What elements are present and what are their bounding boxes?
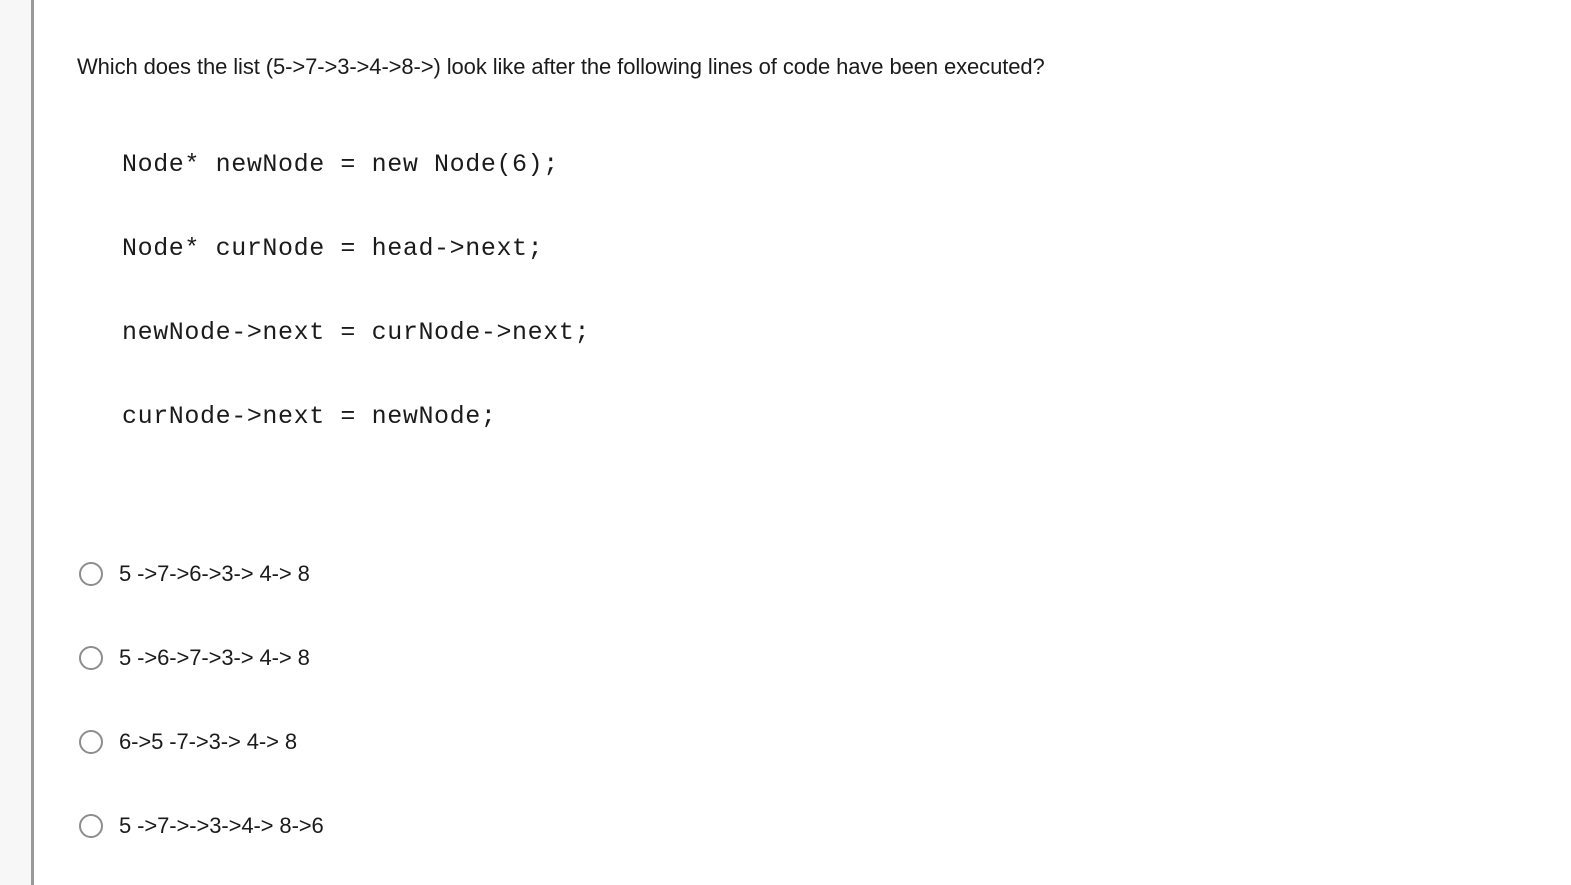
answer-option-label-1: 5 ->7->6->3-> 4-> 8	[119, 561, 310, 586]
answer-option-3[interactable]: 6->5 -7->3-> 4-> 8	[79, 700, 979, 784]
answer-option-label-2: 5 ->6->7->3-> 4-> 8	[119, 645, 310, 670]
radio-button-icon-4[interactable]	[79, 814, 103, 838]
answer-option-2[interactable]: 5 ->6->7->3-> 4-> 8	[79, 616, 979, 700]
answer-options-list: 5 ->7->6->3-> 4-> 8 5 ->6->7->3-> 4-> 8 …	[79, 532, 979, 868]
answer-option-1[interactable]: 5 ->7->6->3-> 4-> 8	[79, 532, 979, 616]
radio-button-icon-3[interactable]	[79, 730, 103, 754]
answer-option-label-4: 5 ->7->->3->4-> 8->6	[119, 813, 324, 838]
code-snippet-block: Node* newNode = new Node(6); Node* curNo…	[122, 123, 1122, 459]
code-line-4: curNode->next = newNode;	[122, 402, 497, 431]
question-content-area: Which does the list (5->7->3->4->8->) lo…	[34, 0, 1571, 885]
question-stem-text: Which does the list (5->7->3->4->8->) lo…	[77, 54, 1045, 79]
left-vertical-rule	[31, 0, 34, 885]
answer-option-4[interactable]: 5 ->7->->3->4-> 8->6	[79, 784, 979, 868]
radio-button-icon-2[interactable]	[79, 646, 103, 670]
left-gutter-strip	[0, 0, 31, 885]
code-line-1: Node* newNode = new Node(6);	[122, 150, 559, 179]
code-line-2: Node* curNode = head->next;	[122, 234, 544, 263]
code-line-3: newNode->next = curNode->next;	[122, 318, 591, 347]
radio-button-icon-1[interactable]	[79, 562, 103, 586]
answer-option-label-3: 6->5 -7->3-> 4-> 8	[119, 729, 297, 754]
